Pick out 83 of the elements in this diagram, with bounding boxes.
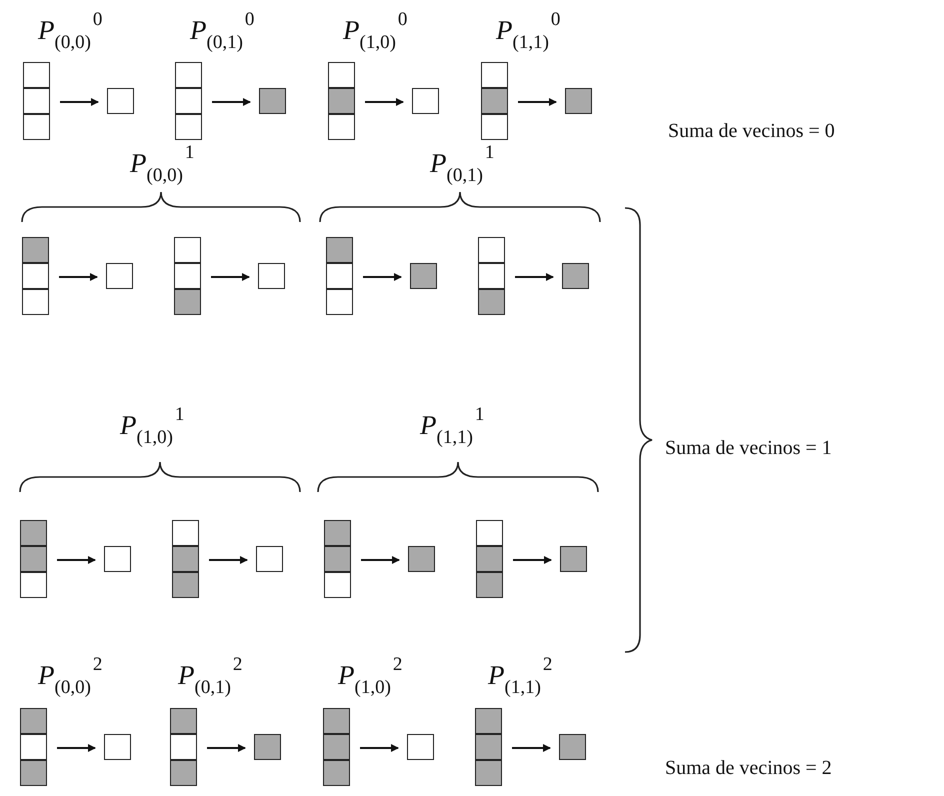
arrow [60, 98, 99, 106]
shaded-cell-square [20, 760, 47, 786]
shaded-cell-square [323, 760, 350, 786]
shaded-cell-square [326, 237, 353, 263]
arrow [363, 273, 402, 281]
neighbor-sum-label: Suma de vecinos = 1 [665, 437, 832, 460]
cell-square [20, 734, 47, 760]
shaded-cell-square [324, 546, 351, 572]
result-square [107, 88, 134, 114]
shaded-result-square [259, 88, 286, 114]
cell-square [22, 289, 49, 315]
arrow [57, 556, 96, 564]
shaded-cell-square [475, 760, 502, 786]
shaded-result-square [559, 734, 586, 760]
cell-square [328, 114, 355, 140]
cell-square [170, 734, 197, 760]
cell-square [175, 88, 202, 114]
arrow [361, 556, 400, 564]
arrow [212, 98, 251, 106]
neighbor-sum-label: Suma de vecinos = 2 [665, 757, 832, 780]
arrow [211, 273, 250, 281]
shaded-cell-square [328, 88, 355, 114]
cell-square [324, 572, 351, 598]
shaded-cell-square [20, 520, 47, 546]
result-square [104, 546, 131, 572]
cell-square [22, 263, 49, 289]
result-square [256, 546, 283, 572]
shaded-cell-square [20, 546, 47, 572]
result-square [407, 734, 434, 760]
arrow [518, 98, 557, 106]
shaded-result-square [565, 88, 592, 114]
cell-square [23, 114, 50, 140]
shaded-cell-square [323, 708, 350, 734]
arrow [57, 744, 96, 752]
shaded-cell-square [478, 289, 505, 315]
arrow [365, 98, 404, 106]
shaded-cell-square [475, 708, 502, 734]
cell-square [174, 237, 201, 263]
result-square [412, 88, 439, 114]
cell-square [20, 572, 47, 598]
arrow [207, 744, 246, 752]
arrow [360, 744, 399, 752]
arrow [512, 744, 551, 752]
result-square [104, 734, 131, 760]
arrow [515, 273, 554, 281]
result-square [106, 263, 133, 289]
cell-square [481, 62, 508, 88]
shaded-cell-square [476, 572, 503, 598]
cell-square [328, 62, 355, 88]
shaded-cell-square [170, 708, 197, 734]
cell-square [174, 263, 201, 289]
shaded-cell-square [172, 546, 199, 572]
shaded-result-square [560, 546, 587, 572]
shaded-cell-square [476, 546, 503, 572]
cell-square [478, 263, 505, 289]
shaded-cell-square [172, 572, 199, 598]
cell-square [478, 237, 505, 263]
neighbor-sum-label: Suma de vecinos = 0 [668, 120, 835, 143]
shaded-cell-square [170, 760, 197, 786]
cell-square [175, 114, 202, 140]
cell-square [326, 289, 353, 315]
cell-square [481, 114, 508, 140]
shaded-cell-square [481, 88, 508, 114]
arrow [59, 273, 98, 281]
shaded-cell-square [475, 734, 502, 760]
shaded-result-square [410, 263, 437, 289]
shaded-result-square [562, 263, 589, 289]
shaded-cell-square [324, 520, 351, 546]
shaded-cell-square [323, 734, 350, 760]
cell-square [326, 263, 353, 289]
shaded-cell-square [174, 289, 201, 315]
cell-square [23, 62, 50, 88]
result-square [258, 263, 285, 289]
cell-square [175, 62, 202, 88]
arrow [209, 556, 248, 564]
shaded-cell-square [20, 708, 47, 734]
shaded-result-square [408, 546, 435, 572]
cell-square [476, 520, 503, 546]
shaded-cell-square [22, 237, 49, 263]
arrow [513, 556, 552, 564]
cell-square [172, 520, 199, 546]
cell-square [23, 88, 50, 114]
shaded-result-square [254, 734, 281, 760]
